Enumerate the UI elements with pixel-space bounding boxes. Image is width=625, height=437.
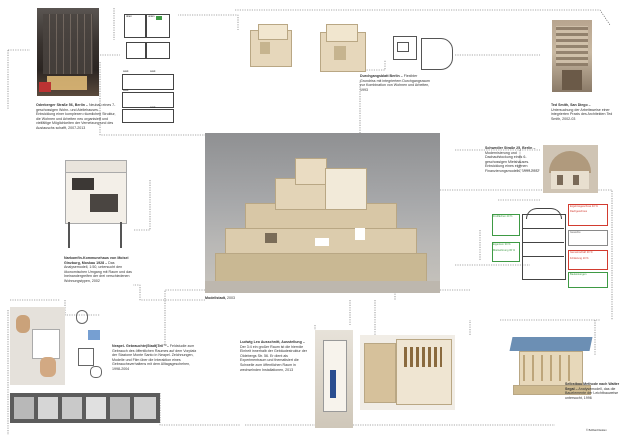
narkomfin-model-photo — [60, 150, 130, 250]
green-square-icon — [156, 16, 162, 20]
durchgang-body: Flexibler Grundriss mit integriertem Dur… — [360, 74, 430, 92]
ludwig-photo-interior — [315, 330, 353, 428]
diagram-label: Bauleistungen — [570, 273, 587, 276]
modelstadt-caption: Modellstadt, 2003 — [205, 296, 295, 301]
ludwig-photo-model — [360, 335, 455, 410]
diagram-label: Dachgeschoss — [570, 210, 588, 213]
diagram-label: Förderung 10 % — [570, 257, 589, 260]
durchgang-model-2 — [310, 20, 380, 80]
tedsmith-photo — [552, 20, 592, 92]
diagram-label: Mietwohnung 30 % — [493, 249, 516, 252]
oderberger-caption: Oderberger Straße 56, Berlin – Neubau ei… — [36, 103, 116, 131]
floorplan-label: work — [150, 70, 156, 73]
modelstadt-photo — [205, 133, 440, 293]
durchgang-model-1 — [238, 20, 308, 80]
narkomfin-caption: Narkomfin-Kommunehaus von Moisei Ginzbur… — [64, 256, 136, 284]
schwedler-title: Schwedler Straße 25, Berlin – — [485, 146, 536, 150]
oderberger-title: Oderberger Straße 56, Berlin – — [36, 103, 88, 107]
diagram-label: Gemeinschaft 20 % — [570, 251, 593, 254]
schwedler-body: Modernisierung und Dachaufstockung eines… — [485, 150, 540, 173]
neapel-sketch — [70, 300, 110, 385]
modelstadt-title: Modellstadt, — [205, 296, 226, 300]
segal-model-photo — [505, 325, 595, 405]
neapel-film-strip — [10, 393, 160, 423]
tedsmith-body: Untersuchung der Arbeitsweise einer inte… — [551, 107, 613, 121]
schwedler-caption: Schwedler Straße 25, Berlin – Modernisie… — [485, 146, 541, 174]
floorplan-label: oben — [126, 15, 132, 18]
copyright-text: © BARarchitekten — [586, 429, 607, 432]
durchgang-title: Durchgangsblatt Berlin – — [360, 74, 403, 78]
diagram-label: Eigentum 30 % — [493, 243, 511, 246]
neapel-caption: Neapel- Gebrauchte(Stadt)Teil™– Feldstud… — [112, 344, 197, 372]
segal-body: Analysemodell, das die Bauelemente der L… — [565, 386, 619, 400]
oderberger-photo — [37, 8, 99, 96]
ludwig-caption: Ludwig Leo Ausschnitt, Ausstellung – Der… — [240, 340, 310, 372]
modelstadt-body: 2003 — [226, 296, 235, 300]
durchgang-plan — [393, 30, 453, 75]
durchgang-caption: Durchgangsblatt Berlin – Flexibler Grund… — [360, 74, 430, 92]
neapel-photo — [10, 307, 65, 385]
narkomfin-title: Narkomfin-Kommunehaus von Moisei Ginzbur… — [64, 256, 129, 265]
floorplan-label: work — [150, 106, 156, 109]
narkomfin-body: Das Analysemodell, 1:50, untersucht den … — [64, 260, 132, 283]
diagram-label: Ergebnisgeschoss 40 % — [570, 205, 598, 208]
ludwig-body: Der 3:4 ein großer Raum ist die hierrdie… — [240, 344, 307, 372]
schwedler-model-photo — [543, 145, 598, 193]
floorplan-diagram: oben unten work work work work — [120, 12, 178, 123]
neapel-body: Feldstudie zum Gebrauch des öffentlichen… — [112, 344, 197, 371]
segal-title: Selbstbau Methode nach Walter Segal – — [565, 382, 620, 391]
floorplan-label: unten — [148, 15, 155, 18]
diagram-label: Gewerbe — [570, 231, 581, 234]
oderberger-body: Neubau eines 7-geschossigen Wohn- und At… — [36, 103, 116, 130]
floorplan-label: work — [123, 89, 129, 92]
finance-section-diagram: Ergebnisgeschoss 40 % Dachgeschoss Gewer… — [492, 200, 612, 292]
tedsmith-title: Ted Smith, San Diego – — [551, 103, 591, 107]
diagram-label: Freiflächen 40 % — [493, 215, 513, 218]
floorplan-label: work — [123, 70, 129, 73]
segal-caption: Selbstbau Methode nach Walter Segal – An… — [565, 382, 620, 400]
tedsmith-caption: Ted Smith, San Diego – Untersuchung der … — [551, 103, 613, 121]
neapel-title: Neapel- Gebrauchte(Stadt)Teil™– — [112, 344, 169, 348]
ludwig-title: Ludwig Leo Ausschnitt, Ausstellung – — [240, 340, 305, 344]
